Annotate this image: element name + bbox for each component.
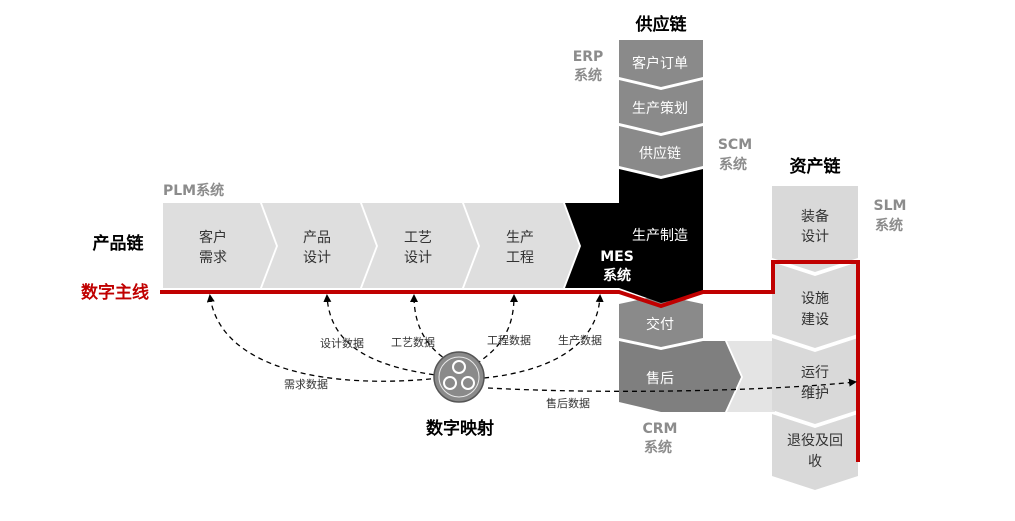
asset-step-label-2b: 建设 [801,312,829,328]
product-step-label-4b: 工程 [506,250,534,266]
asset-step-label-2a: 设施 [801,291,829,307]
production-data-arrow [483,294,604,379]
product-step-customer-demand [163,203,276,288]
scm-label-sub: 系统 [719,156,747,173]
asset-step-label-3b: 维护 [801,386,829,402]
after-sales-block [619,341,741,412]
erp-label: ERP [573,49,604,65]
asset-step-operation-maintenance [772,338,858,424]
supply-step-label-3: 供应链 [639,145,681,162]
asset-step-label-3a: 运行 [801,365,829,381]
after-sales-label: 售后 [646,371,674,387]
supply-step-production-planning [619,80,703,133]
slm-label-sub: 系统 [875,217,903,234]
asset-step-retirement-recycling [772,414,858,490]
asset-step-label-4b: 收 [808,454,822,470]
digital-mapping-label: 数字映射 [426,418,494,439]
delivery-label: 交付 [646,316,674,333]
asset-step-facility-construction [772,262,858,348]
design-data-label: 设计数据 [320,336,364,350]
after-sales-data-label: 售后数据 [546,396,590,410]
demand-data-label: 需求数据 [284,377,328,391]
asset-step-equipment-design [772,186,858,272]
crm-label-sub: 系统 [644,439,672,456]
digital-thread-label: 数字主线 [81,282,149,303]
digital-thread-line [160,260,860,462]
product-step-production-engineering [464,203,579,288]
supply-chain-column [619,40,703,347]
product-step-label-2a: 产品 [303,230,331,246]
product-step-label-1b: 需求 [199,250,227,266]
product-chain-row [163,203,579,288]
after-sales-to-asset-arrow [727,341,775,412]
process-data-label: 工艺数据 [391,335,435,349]
delivery-block [619,295,703,347]
asset-chain-column [772,186,858,490]
production-data-label: 生产数据 [558,333,602,347]
product-step-label-2b: 设计 [303,250,331,266]
supply-step-label-2: 生产策划 [632,100,688,117]
asset-step-label-1b: 设计 [801,229,829,245]
product-step-product-design [262,203,376,288]
supply-step-supply-chain [619,126,703,176]
engineering-data-label: 工程数据 [487,333,531,347]
asset-step-label-1a: 装备 [801,208,829,225]
asset-chain-title: 资产链 [790,156,842,177]
supply-chain-title: 供应链 [635,14,688,35]
supply-step-customer-order [619,40,703,87]
erp-label-sub: 系统 [574,67,602,84]
after-sales-data-arrow [487,378,857,392]
slm-label: SLM [874,198,907,214]
crm-label: CRM [643,421,678,437]
mes-label: MES [600,249,634,265]
mes-label-sub: 系统 [603,267,631,284]
design-data-arrow [323,294,444,377]
manufacturing-label: 生产制造 [632,228,688,244]
process-data-arrow [410,294,451,363]
plm-label: PLM系统 [163,182,224,199]
product-step-label-3b: 设计 [404,250,432,266]
engineering-data-arrow [475,294,518,365]
product-step-label-1a: 客户 [199,229,227,246]
scm-label: SCM [718,137,752,153]
demand-data-arrow [206,294,441,382]
product-step-label-3a: 工艺 [404,230,432,246]
supply-step-label-1: 客户订单 [632,55,688,72]
product-chain-title: 产品链 [93,233,145,254]
digital-mapping-icon [433,351,485,403]
product-step-process-design [362,203,478,288]
data-flow-arrows [206,294,857,392]
product-step-label-4a: 生产 [506,230,534,246]
asset-step-label-4a: 退役及回 [787,433,843,449]
manufacturing-block [565,169,703,303]
